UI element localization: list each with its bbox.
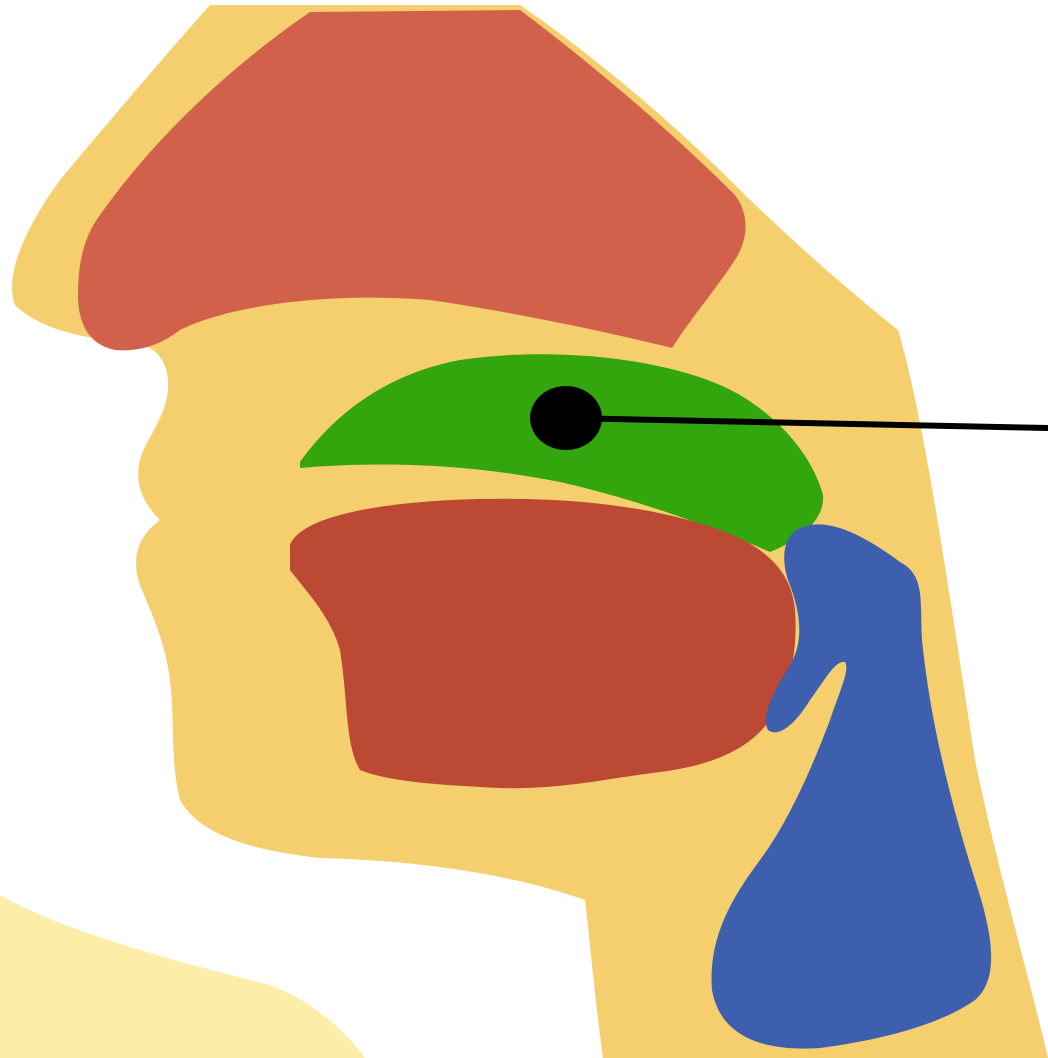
pointer-marker <box>530 386 602 450</box>
shoulder <box>0 895 365 1058</box>
tongue <box>290 499 796 788</box>
